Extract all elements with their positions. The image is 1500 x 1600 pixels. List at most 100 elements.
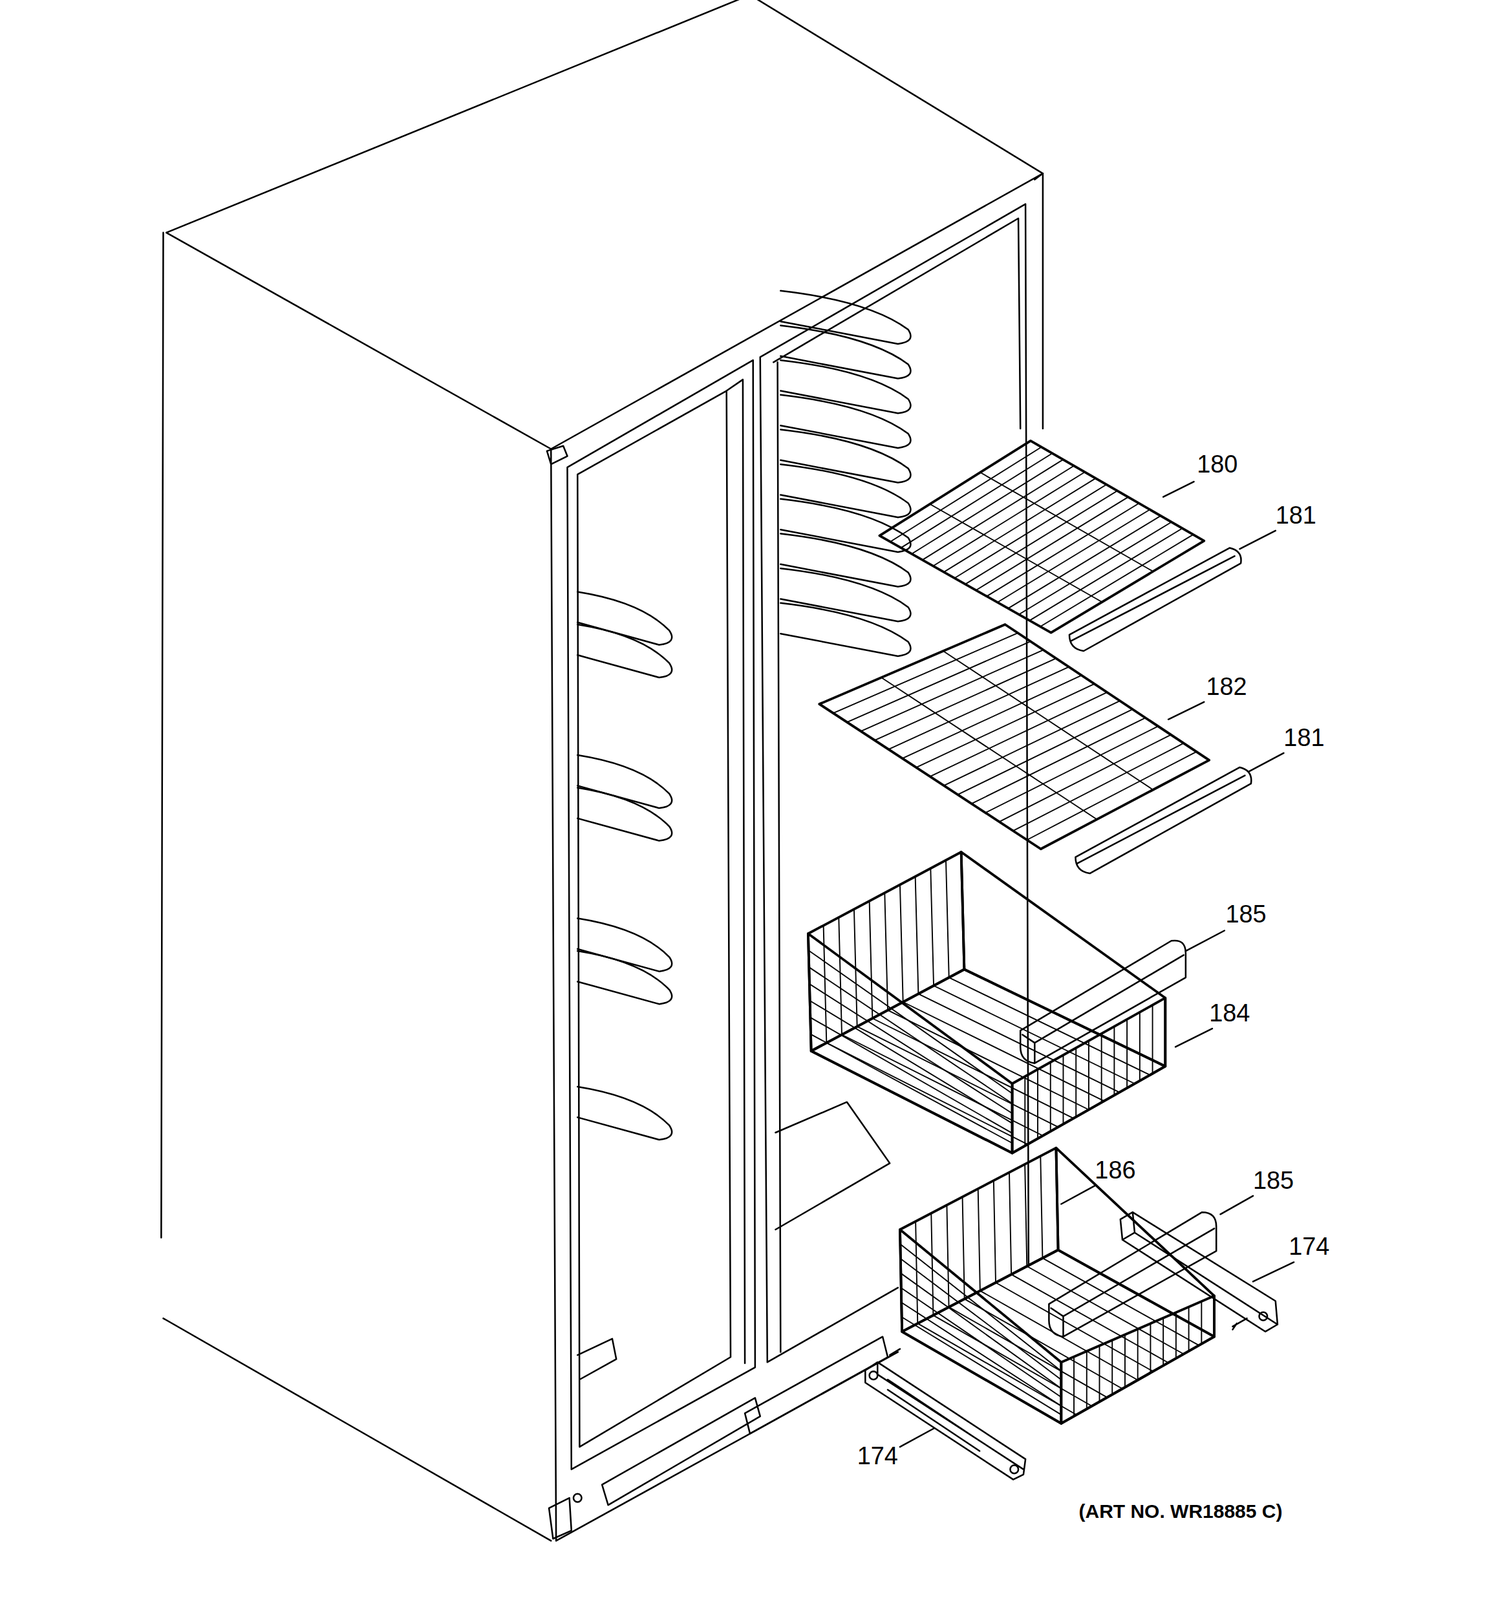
shelf-rib [577,1086,672,1140]
wire [1062,1055,1065,1125]
wire [1050,1062,1052,1132]
shelf-rib [577,951,672,1005]
wire-frame [901,1250,1215,1424]
shelf-rib [577,788,672,842]
rail-screw [869,1371,879,1380]
shelf-trim [1069,548,1242,652]
wire [1026,1266,1184,1355]
shelf-rib [780,499,911,553]
wire [1175,1312,1177,1359]
wire [1149,1323,1151,1373]
wire [809,984,1013,1114]
wire [1024,1164,1027,1267]
callout-number: 180 [1196,451,1238,477]
cabinet-outline [160,0,1043,1541]
wire [1152,1005,1154,1074]
wire [857,1026,1059,1127]
art-number-note: (ART NO. WR18885 C) [1079,1501,1283,1522]
wire [978,1189,981,1292]
wire [943,651,1154,791]
wire [900,1258,1061,1380]
shelf-rib [780,325,911,379]
wire [1009,1172,1012,1275]
wire [1162,1318,1164,1367]
wire [931,1213,933,1316]
wire [901,1287,1062,1398]
freezer-liner [773,218,1021,1353]
wire [810,1017,1012,1134]
cabinet-corner [546,173,1043,465]
rail-screw [1258,1312,1268,1321]
freezer-opening [760,204,1029,1363]
wire [869,901,873,1019]
shelf-rib [780,603,911,657]
wire [1088,1040,1090,1111]
wire [901,1317,1062,1415]
wire [980,472,1153,572]
wire-frame [879,440,1204,633]
wire [1086,1351,1088,1409]
wire [1073,1357,1075,1417]
wire [1099,1346,1101,1403]
wire [872,1018,1074,1119]
wire [915,1221,918,1324]
wire [1075,1048,1077,1118]
rail-screw [1009,1465,1019,1475]
leader-lines [900,481,1294,1447]
wire [900,884,904,1003]
fresh-food-liner [577,379,745,1447]
shelf-supports [577,290,911,1140]
wire [1139,1012,1141,1082]
shelf-rib [577,624,672,678]
wire [808,950,1013,1094]
callout-number: 181 [1283,725,1325,750]
wire [930,868,934,986]
wire [929,504,1102,603]
wire [1024,1076,1026,1146]
callout-number: 184 [1209,1000,1250,1026]
drawer-rail [1120,1212,1278,1332]
wire [1200,1301,1202,1345]
wire [1111,1340,1113,1395]
basket-trim [1020,940,1186,1064]
basket-trim [1048,1212,1217,1338]
wire-frame [1060,1296,1215,1424]
wire [810,1000,1013,1124]
wire [1040,1156,1043,1259]
fresh-food-opening [567,360,755,1470]
wire-frame [808,933,1013,1153]
callout-number: 185 [1225,901,1266,927]
shelf-rib [780,395,911,449]
wire [881,677,1098,820]
callout-number: 174 [1288,1234,1330,1260]
wire [887,1010,1089,1111]
shelf-rib [780,360,911,414]
wire [900,1244,1061,1372]
callout-number: 185 [1253,1168,1294,1193]
wire-frame [900,1229,1061,1424]
wire [945,860,950,979]
wire [1101,1033,1103,1103]
callout-number: 186 [1094,1157,1136,1183]
wire [1126,1019,1128,1089]
shelves-and-baskets [808,440,1215,1424]
wire [903,1002,1105,1102]
wire [933,985,1135,1085]
grille [601,1337,888,1506]
shelf-rib [780,568,911,622]
shelf-rib [780,290,911,344]
hinge-screw [573,1494,582,1503]
callout-number: 181 [1275,503,1317,528]
wire [1013,743,1184,832]
callout-number: 182 [1205,674,1247,699]
wire [932,1315,1092,1407]
wire [1124,1334,1126,1388]
screw [1232,1318,1247,1330]
wire [808,967,1012,1104]
wire [1113,1026,1115,1096]
wire [810,1034,1013,1144]
wire-frame [961,852,1166,1067]
shelf-rib [780,429,911,483]
